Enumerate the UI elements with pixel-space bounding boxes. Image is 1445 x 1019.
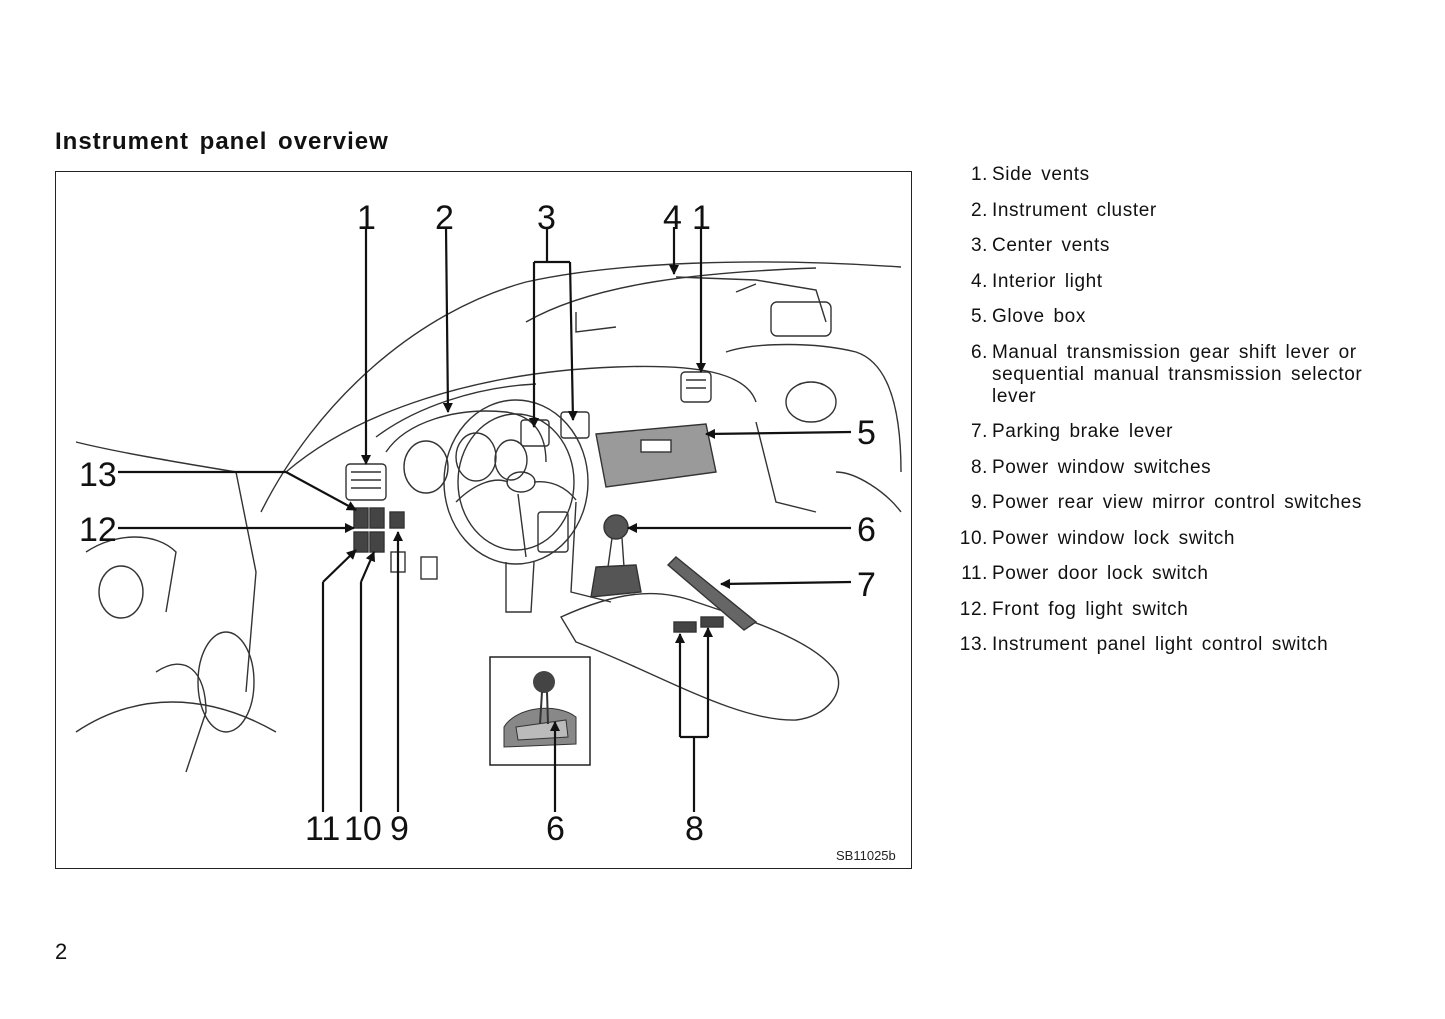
page-number: 2 (55, 939, 68, 964)
inset-shift-lever (489, 656, 591, 766)
legend-item: 9.Power rear view mirror control switche… (970, 492, 1362, 513)
callout-7: 7 (857, 566, 876, 604)
legend-item: 10.Power window lock switch (959, 527, 1236, 549)
legend-item: 6.Manual transmission gear shift lever o… (970, 341, 1363, 407)
legend-item: 1.Side vents (970, 164, 1090, 185)
component-legend: 1.Side vents 2.Instrument cluster 3.Cent… (948, 164, 1388, 670)
callout-12: 12 (79, 511, 117, 549)
callout-6-upper: 6 (857, 511, 876, 549)
legend-item: 5.Glove box (970, 306, 1086, 327)
page-title: Instrument panel overview (55, 128, 389, 155)
legend-item: 4.Interior light (970, 270, 1103, 292)
instrument-panel-figure: 1 2 3 4 1 5 13 12 6 7 11 10 9 6 8 SB1102… (55, 171, 912, 869)
callout-5: 5 (857, 414, 876, 452)
legend-item: 8.Power window switches (970, 456, 1212, 478)
callout-2: 2 (435, 199, 454, 237)
callout-8: 8 (685, 810, 704, 848)
callout-1-left: 1 (357, 199, 376, 237)
legend-item: 3.Center vents (970, 235, 1110, 256)
callout-9: 9 (390, 810, 409, 848)
callout-3: 3 (537, 199, 556, 237)
callout-1-right: 1 (692, 199, 711, 237)
legend-item: 2.Instrument cluster (970, 199, 1157, 221)
legend-item: 13.Instrument panel light control switch (959, 634, 1329, 655)
legend-item: 11.Power door lock switch (961, 563, 1209, 584)
callout-leaders (118, 226, 852, 812)
figure-code: SB11025b (836, 848, 896, 863)
callout-11: 11 (305, 810, 340, 848)
callout-6-lower: 6 (546, 810, 565, 848)
callout-10: 10 (344, 810, 382, 848)
legend-item: 7.Parking brake lever (970, 421, 1174, 442)
callout-13: 13 (79, 456, 117, 494)
callout-numbers: 1 2 3 4 1 5 13 12 6 7 11 10 9 6 8 (79, 199, 876, 848)
legend-item: 12.Front fog light switch (959, 598, 1189, 620)
callout-4: 4 (663, 199, 682, 237)
car-interior-illustration (75, 261, 902, 773)
